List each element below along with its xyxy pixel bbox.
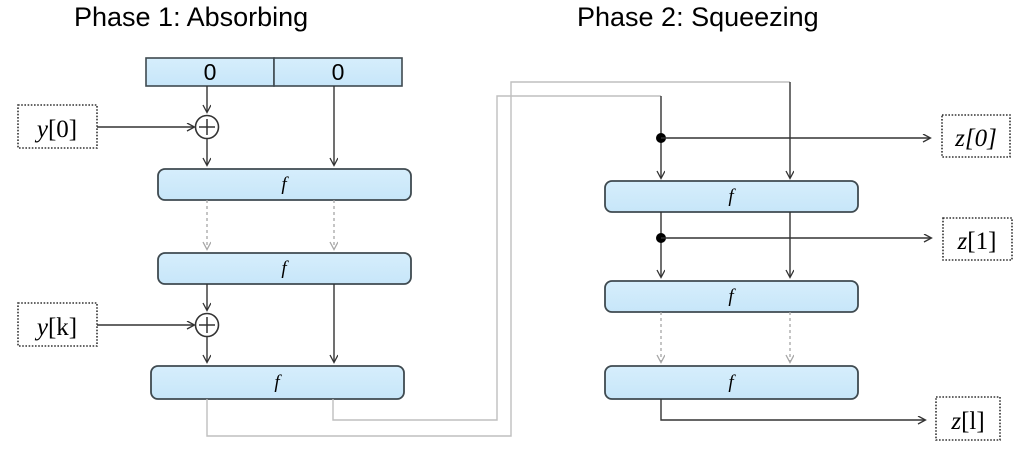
- output-z0: z[0]: [941, 114, 1011, 158]
- permutation-f1-box: [157, 168, 412, 201]
- output-zl-box: [935, 396, 1001, 441]
- arrow-f6-to-zl: [660, 399, 925, 420]
- xor-node-top: [194, 114, 220, 140]
- feedback-path-rate: [206, 81, 790, 437]
- phase1-title: Phase 1: Absorbing: [74, 2, 309, 32]
- permutation-f5-box: [604, 280, 859, 313]
- permutation-f3: f: [150, 365, 405, 400]
- permutation-f2-box: [157, 252, 412, 285]
- state-cell-rate-label: 0: [204, 59, 217, 85]
- permutation-f6-label: f: [728, 372, 736, 393]
- output-zl-label: z[l]: [950, 408, 984, 435]
- state-cell-rate: [145, 57, 275, 87]
- permutation-f6-box: [604, 365, 859, 400]
- permutation-f2: f: [157, 252, 412, 285]
- permutation-f6: f: [604, 365, 859, 400]
- output-z1: z[1]: [942, 217, 1013, 261]
- permutation-f3-box: [150, 365, 405, 400]
- phase1-state-bar: 0 0: [145, 57, 403, 87]
- xor-node-bottom: [194, 312, 220, 338]
- output-z1-box: [942, 217, 1013, 261]
- permutation-f1-label: f: [281, 174, 289, 195]
- output-zl: z[l]: [935, 396, 1001, 441]
- permutation-f4-box: [604, 180, 859, 213]
- permutation-f4: f: [604, 180, 859, 213]
- state-cell-capacity: [273, 57, 403, 87]
- input-y0-box: [17, 104, 98, 149]
- feedback-path-capacity: [332, 95, 661, 421]
- input-yk: y[k]: [17, 302, 98, 347]
- output-z0-box: [941, 114, 1011, 158]
- input-yk-label: y[k]: [34, 314, 77, 341]
- input-y0-label: y[0]: [34, 116, 77, 143]
- output-z0-label: z[0]: [954, 125, 997, 152]
- input-y0: y[0]: [17, 104, 98, 149]
- permutation-f1: f: [157, 168, 412, 201]
- permutation-f4-label: f: [728, 186, 736, 207]
- permutation-f2-label: f: [281, 258, 289, 279]
- output-z1-label: z[1]: [957, 228, 997, 255]
- state-cell-capacity-label: 0: [332, 59, 345, 85]
- permutation-f5: f: [604, 280, 859, 313]
- permutation-f3-label: f: [274, 372, 282, 393]
- permutation-f5-label: f: [728, 286, 736, 307]
- phase2-title: Phase 2: Squeezing: [577, 2, 819, 32]
